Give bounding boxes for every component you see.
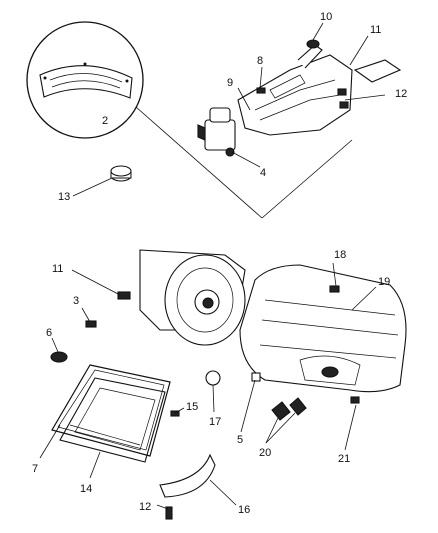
callout-6: 6 (46, 327, 52, 339)
callout-12-top: 12 (395, 88, 407, 100)
callout-18: 18 (334, 249, 346, 261)
oil-pan-part (59, 377, 166, 463)
callout-11-top: 11 (370, 24, 381, 36)
callout-14: 14 (80, 483, 92, 495)
callout-17: 17 (209, 416, 221, 428)
callout-5: 5 (237, 434, 243, 446)
callout-19: 19 (378, 276, 390, 288)
callout-15: 15 (186, 401, 198, 413)
cover-plate-part (39, 62, 133, 99)
callout-8: 8 (257, 55, 263, 67)
upper-housing-assembly (237, 39, 402, 136)
callout-11-left: 11 (52, 263, 63, 275)
callout-10: 10 (320, 11, 332, 23)
callout-labels: 10 11 8 9 12 2 4 13 18 11 19 3 6 15 17 5… (32, 11, 407, 516)
small-parts (50, 87, 360, 520)
callout-2: 2 (102, 115, 108, 127)
transmission-case (239, 264, 407, 393)
callout-21: 21 (338, 453, 350, 465)
callout-7: 7 (32, 463, 38, 475)
shield-part (159, 453, 216, 498)
callout-9: 9 (227, 77, 233, 89)
callout-20: 20 (259, 447, 271, 459)
leader-lines (39, 22, 386, 510)
callout-13: 13 (58, 191, 70, 203)
solenoid-part (197, 107, 236, 157)
gasket-part (51, 364, 171, 457)
plug-part (110, 165, 132, 182)
callout-12-bottom: 12 (139, 501, 151, 513)
callout-16: 16 (238, 504, 250, 516)
callout-3: 3 (73, 295, 79, 307)
callout-4: 4 (260, 167, 266, 179)
torque-converter (139, 249, 246, 346)
